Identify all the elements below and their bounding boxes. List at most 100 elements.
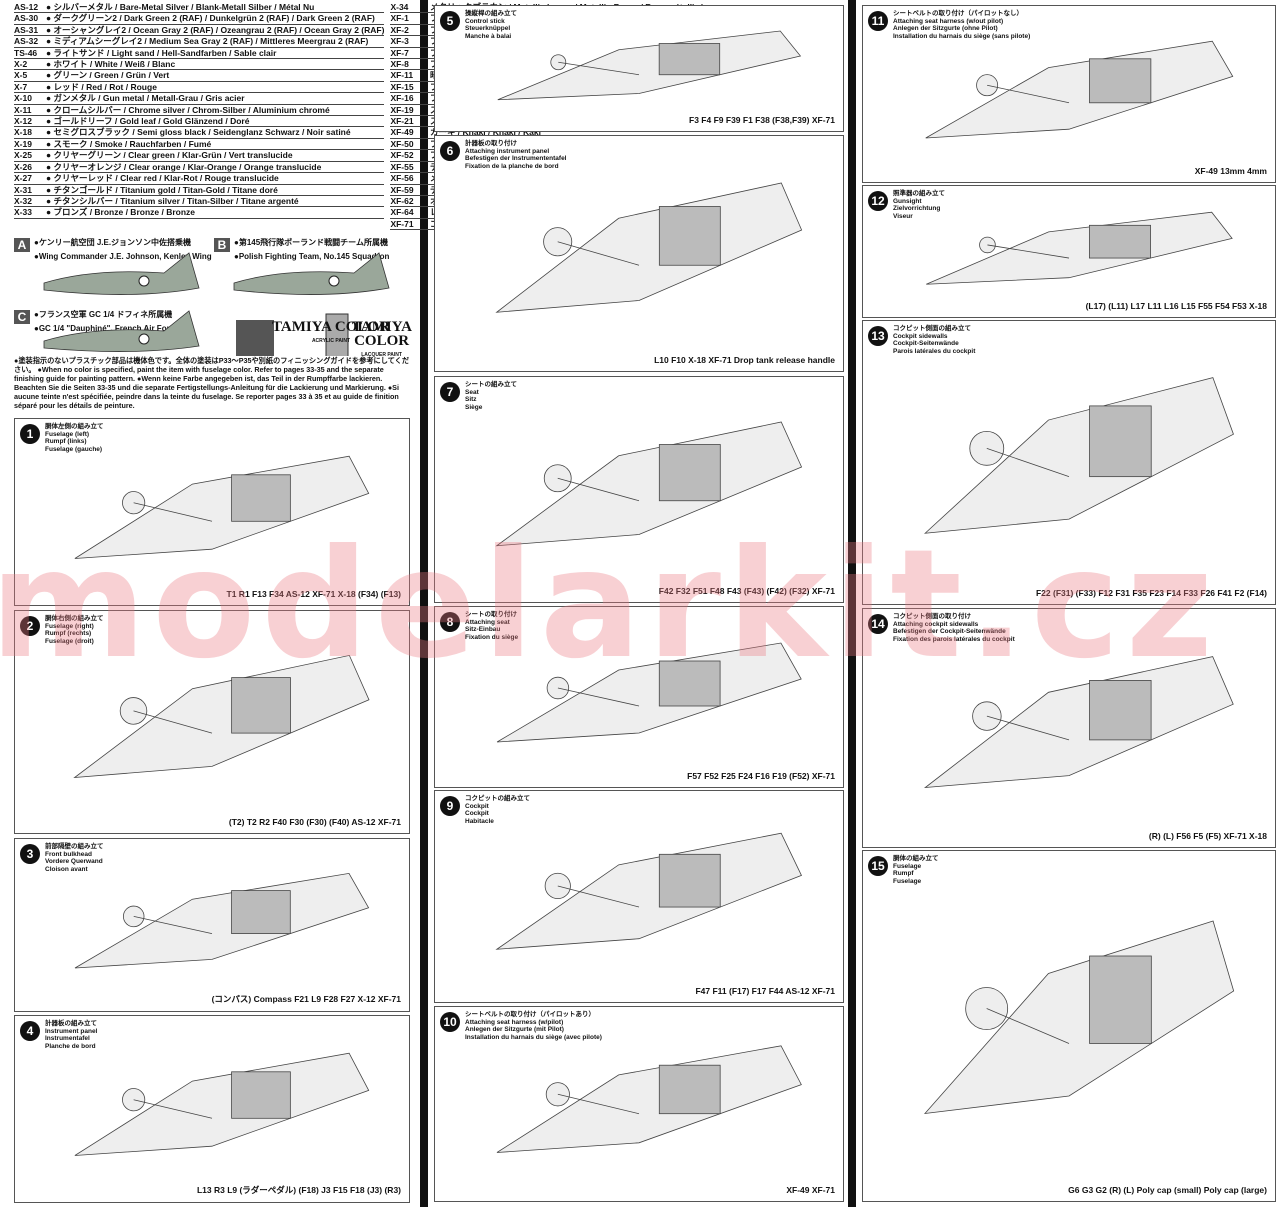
assembly-drawing <box>495 182 803 313</box>
part-labels: L13 R3 L9 (ラダーペダル) (F18) J3 F15 F18 (J3)… <box>196 1185 401 1195</box>
part-labels: G6 G3 G2 (R) (L) Poly cap (small) Poly c… <box>1068 1185 1267 1195</box>
part-labels: XF-49 13mm 4mm <box>1194 166 1267 176</box>
assembly-drawing <box>74 872 370 969</box>
paint-row: X-19● スモーク / Smoke / Rauchfarben / Fumé <box>14 139 385 151</box>
assembly-drawing <box>496 1045 802 1153</box>
paint-row: X-2● ホワイト / White / Weiß / Blanc <box>14 59 385 71</box>
step-number: 4 <box>20 1021 40 1041</box>
part-labels: (コンパス) Compass F21 L9 F28 F27 X-12 XF-71 <box>211 994 401 1004</box>
paint-row: AS-30● ダークグリーン2 / Dark Green 2 (RAF) / D… <box>14 13 385 25</box>
paint-row: X-26● クリヤーオレンジ / Clear orange / Klar-Ora… <box>14 162 385 174</box>
step-number: 11 <box>868 11 888 31</box>
step-number: 9 <box>440 796 460 816</box>
paint-row: X-11● クロームシルバー / Chrome silver / Chrom-S… <box>14 105 385 117</box>
step-number: 7 <box>440 382 460 402</box>
paint-list: AS-12● シルバーメタル / Bare-Metal Silver / Bla… <box>14 2 746 231</box>
marking-b: B●第145飛行隊ポーランド戦闘チーム所属機●Polish Fighting T… <box>214 238 389 262</box>
step-number: 2 <box>20 616 40 636</box>
assembly-drawing <box>925 40 1234 139</box>
part-labels: (R) (L) F56 F5 (F5) XF-71 X-18 <box>1148 831 1267 841</box>
part-labels: L10 F10 X-18 XF-71 Drop tank release han… <box>654 355 835 365</box>
paint-row: X-33● ブロンズ / Bronze / Bronze / Bronze <box>14 207 385 219</box>
assembly-drawing <box>74 1052 370 1156</box>
step-number: 15 <box>868 856 888 876</box>
page-divider <box>420 0 428 1207</box>
step-title: シートベルトの取り付け（パイロットなし）Attaching seat harne… <box>893 10 1031 40</box>
paint-row: TS-46● ライトサンド / Light sand / Hell-Sandfa… <box>14 48 385 60</box>
step-number: 5 <box>440 11 460 31</box>
assembly-drawing <box>496 642 802 743</box>
page-divider <box>848 0 856 1207</box>
paint-row: X-5● グリーン / Green / Grün / Vert <box>14 70 385 82</box>
part-labels: (T2) T2 R2 F40 F30 (F30) (F40) AS-12 XF-… <box>228 817 401 827</box>
assembly-drawing <box>74 455 370 559</box>
step-number: 8 <box>440 612 460 632</box>
assembly-drawing <box>495 832 803 950</box>
aircraft-illustrations <box>43 252 390 356</box>
part-labels: F42 F32 F51 F48 F43 (F43) (F42) (F32) XF… <box>658 586 835 596</box>
part-labels: F3 F4 F9 F39 F1 F38 (F38,F39) XF-71 <box>689 115 835 125</box>
painting-note: ●塗装指示のないプラスチック部品は機体色です。全体の塗装はP33〜P35や別紙の… <box>14 356 410 410</box>
assembly-drawing <box>924 656 1234 789</box>
part-labels: T1 R1 F13 F34 AS-12 XF-71 X-18 (F34) (F1… <box>226 589 401 599</box>
assembly-drawing <box>73 654 370 779</box>
assembly-drawing <box>497 30 802 101</box>
marking-c: C●フランス空軍 GC 1/4 ドフィネ所属機●GC 1/4 "Dauphiné… <box>14 310 179 334</box>
part-labels: F47 F11 (F17) F17 F44 AS-12 XF-71 <box>695 986 835 996</box>
part-labels: F57 F52 F25 F24 F16 F19 (F52) XF-71 <box>687 771 835 781</box>
paint-row: AS-12● シルバーメタル / Bare-Metal Silver / Bla… <box>14 2 385 14</box>
paint-row: X-27● クリヤーレッド / Clear red / Klar-Rot / R… <box>14 173 385 185</box>
step-number: 12 <box>868 191 888 211</box>
page-left: AS-12● シルバーメタル / Bare-Metal Silver / Bla… <box>0 0 746 1207</box>
step-title: シートベルトの取り付け（パイロットあり）Attaching seat harne… <box>465 1011 602 1041</box>
step-number: 13 <box>868 326 888 346</box>
paint-row: X-31● チタンゴールド / Titanium gold / Titan-Go… <box>14 185 385 196</box>
assembly-drawing <box>923 377 1234 534</box>
step-number: 6 <box>440 141 460 161</box>
paint-row: AS-31● オーシャングレイ2 / Ocean Gray 2 (RAF) / … <box>14 24 385 37</box>
part-labels: XF-49 XF-71 <box>786 1185 835 1195</box>
paint-row: AS-32● ミディアムシーグレイ2 / Medium Sea Gray 2 (… <box>14 36 385 48</box>
part-labels: F22 (F31) (F33) F12 F31 F35 F23 F14 F33 … <box>1035 588 1267 598</box>
marking-options: A●ケンリー航空団 J.E.ジョンソン中佐搭乗機●Wing Commander … <box>14 238 413 416</box>
step-number: 14 <box>868 614 888 634</box>
assembly-drawing <box>926 211 1233 285</box>
step-number: 3 <box>20 844 40 864</box>
assembly-drawing <box>495 421 803 547</box>
part-labels: (L17) (L11) L17 L11 L16 L15 F55 F54 F53 … <box>1085 301 1267 311</box>
paint-row: X-18● セミグロスブラック / Semi gloss black / Sei… <box>14 127 385 139</box>
step-number: 1 <box>20 424 40 444</box>
